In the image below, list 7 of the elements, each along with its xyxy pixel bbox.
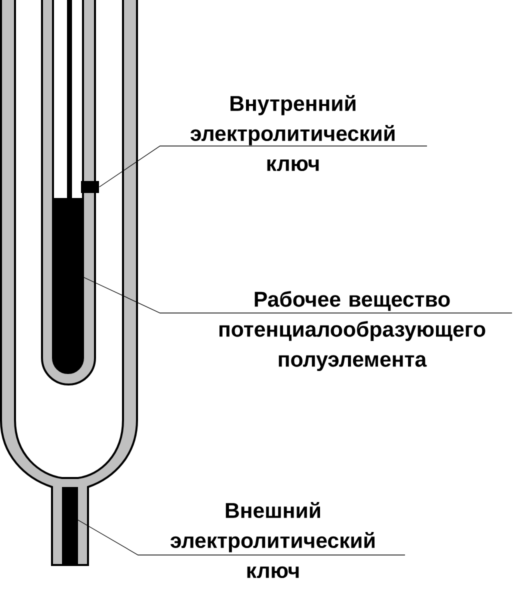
working-substance [53, 198, 83, 373]
label-text: Внешний электролитический ключ [170, 502, 375, 578]
label-text: Внутренний электролитический ключ [190, 94, 395, 172]
label-text: Рабочее вещество потенциалообразующего полуэлемента [219, 290, 486, 372]
electrolyte-core [62, 487, 78, 565]
leader-line [82, 276, 512, 314]
plug [81, 181, 99, 193]
